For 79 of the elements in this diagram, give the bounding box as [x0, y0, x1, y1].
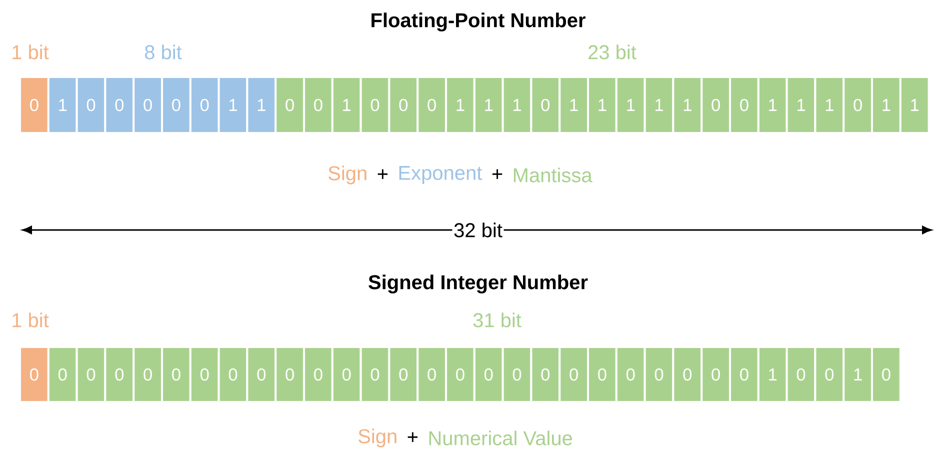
bit-cell: 0	[786, 346, 816, 403]
bit-cell: 0	[445, 346, 476, 403]
bit-cell: 1	[814, 76, 845, 134]
bit-cell: 0	[104, 346, 135, 403]
bit-cell: 0	[19, 76, 50, 134]
formula-term: Exponent	[399, 166, 482, 184]
bit-cell: 0	[388, 346, 419, 403]
bit-cell: 0	[360, 76, 390, 134]
bit-cell: 0	[104, 76, 135, 134]
bit-cell: 0	[416, 76, 447, 134]
bit-cell: 1	[899, 76, 930, 134]
bit-cell: 1	[615, 76, 646, 134]
bit-cell: 1	[445, 76, 476, 134]
bit-cell: 1	[246, 76, 277, 134]
formula-term: Sign	[358, 428, 396, 448]
heading: Floating-Point Number	[372, 12, 586, 32]
bit-cell: 0	[672, 346, 703, 403]
bit-cell: 0	[416, 346, 447, 403]
bit-cell: 0	[132, 346, 163, 403]
bit-cell: 0	[161, 346, 192, 403]
bit-cell: 0	[473, 346, 504, 403]
bit-cell: 0	[615, 346, 646, 403]
bit-cell: 0	[871, 346, 902, 403]
bit-cell: 1	[842, 346, 874, 403]
field-width-label: 8 bit	[144, 44, 182, 60]
bit-cell: 0	[189, 76, 220, 134]
plus-sign: +	[408, 432, 418, 442]
dimension-label: 32 bit	[452, 221, 504, 239]
bit-cell: 0	[303, 346, 334, 403]
plus-sign: +	[378, 169, 388, 180]
bit-cell: 0	[700, 346, 731, 403]
bit-cell: 1	[786, 76, 816, 134]
bit-cell: 0	[502, 346, 532, 403]
bit-cell: 1	[757, 76, 788, 134]
bit-cell: 0	[132, 76, 163, 134]
bit-cell: 1	[473, 76, 504, 134]
bit-cell: 1	[644, 76, 674, 134]
bit-cell: 1	[218, 76, 248, 134]
bit-cell: 0	[331, 346, 362, 403]
bit-cell: 0	[76, 346, 106, 403]
field-width-label: 1 bit	[12, 312, 49, 328]
field-width-label: 31 bit	[473, 312, 522, 328]
bit-cell: 1	[558, 76, 589, 134]
bit-cell: 0	[360, 346, 390, 403]
bit-cell: 0	[587, 346, 618, 403]
bit-cell: 0	[729, 346, 760, 403]
bit-cell: 1	[47, 76, 78, 134]
bit-cell: 0	[303, 76, 334, 134]
field-width-label: 23 bit	[588, 44, 636, 60]
field-width-label: 1 bit	[12, 44, 49, 60]
bit-cell: 0	[700, 76, 731, 134]
bit-cell: 0	[246, 346, 277, 403]
bit-cell: 0	[729, 76, 760, 134]
bit-cell: 0	[530, 346, 561, 403]
bit-cell: 0	[76, 76, 106, 134]
heading: Signed Integer Number	[368, 274, 588, 294]
bit-cell: 1	[757, 346, 788, 403]
bit-cell: 0	[189, 346, 220, 403]
bit-cell: 1	[502, 76, 532, 134]
plus-sign: +	[492, 169, 502, 180]
bit-cell: 0	[161, 76, 192, 134]
bit-cell: 0	[274, 346, 305, 403]
bit-cell: 1	[871, 76, 902, 134]
formula-term: Numerical Value	[429, 430, 572, 446]
bit-cell: 0	[644, 346, 674, 403]
bit-cell: 0	[47, 346, 78, 403]
bit-cell: 0	[388, 76, 419, 134]
bit-cell: 0	[19, 346, 50, 403]
bit-cell: 0	[814, 346, 845, 403]
bit-cell: 1	[672, 76, 703, 134]
bit-cell: 0	[218, 346, 248, 403]
formula-term: Mantissa	[514, 168, 592, 182]
bit-cell: 0	[274, 76, 305, 134]
bit-cell: 0	[558, 346, 589, 403]
bit-cell: 0	[842, 76, 874, 134]
bit-cell: 0	[530, 76, 561, 134]
bit-cell: 1	[331, 76, 362, 134]
bit-cell: 1	[587, 76, 618, 134]
formula-term: Sign	[328, 166, 366, 184]
